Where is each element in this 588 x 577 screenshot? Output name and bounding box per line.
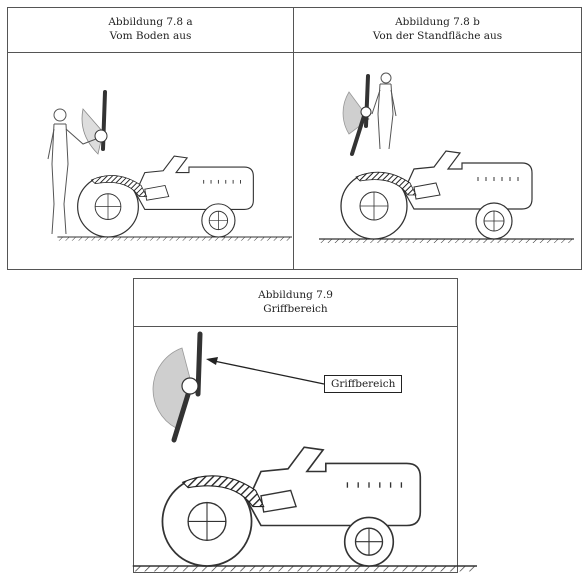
- figure-7-8b-subtitle: Von der Standfläche aus: [372, 30, 503, 42]
- figure-7-9-header: Abbildung 7.9 Griffbereich: [134, 279, 457, 327]
- figure-7-8b-header: Abbildung 7.8 b Von der Standfläche aus: [294, 8, 581, 53]
- person-figure: [371, 72, 397, 150]
- figure-7-8b-panel: Abbildung 7.8 b Von der Standfläche aus: [293, 7, 582, 270]
- figure-7-8b-title: Abbildung 7.8 b: [395, 16, 480, 28]
- griffbereich-callout: Griffbereich: [324, 375, 403, 393]
- person-figure: [47, 108, 97, 235]
- figure-7-9-subtitle: Griffbereich: [263, 303, 328, 315]
- figure-7-8a-drawing: [47, 90, 293, 242]
- figure-7-8a-header: Abbildung 7.8 a Vom Boden aus: [8, 8, 293, 53]
- figure-7-8a-title: Abbildung 7.8 a: [108, 16, 193, 28]
- figure-7-8a-subtitle: Vom Boden aus: [109, 30, 192, 42]
- figure-7-8b-drawing: [318, 72, 575, 244]
- figure-7-9-panel: Abbildung 7.9 Griffbereich Griffbereich: [131, 278, 478, 573]
- figure-7-8a-panel: Abbildung 7.8 a Vom Boden aus: [7, 7, 294, 270]
- figure-7-9-title: Abbildung 7.9: [258, 289, 333, 301]
- callout-arrow: [213, 360, 325, 385]
- figure-7-9-drawing: [131, 331, 478, 573]
